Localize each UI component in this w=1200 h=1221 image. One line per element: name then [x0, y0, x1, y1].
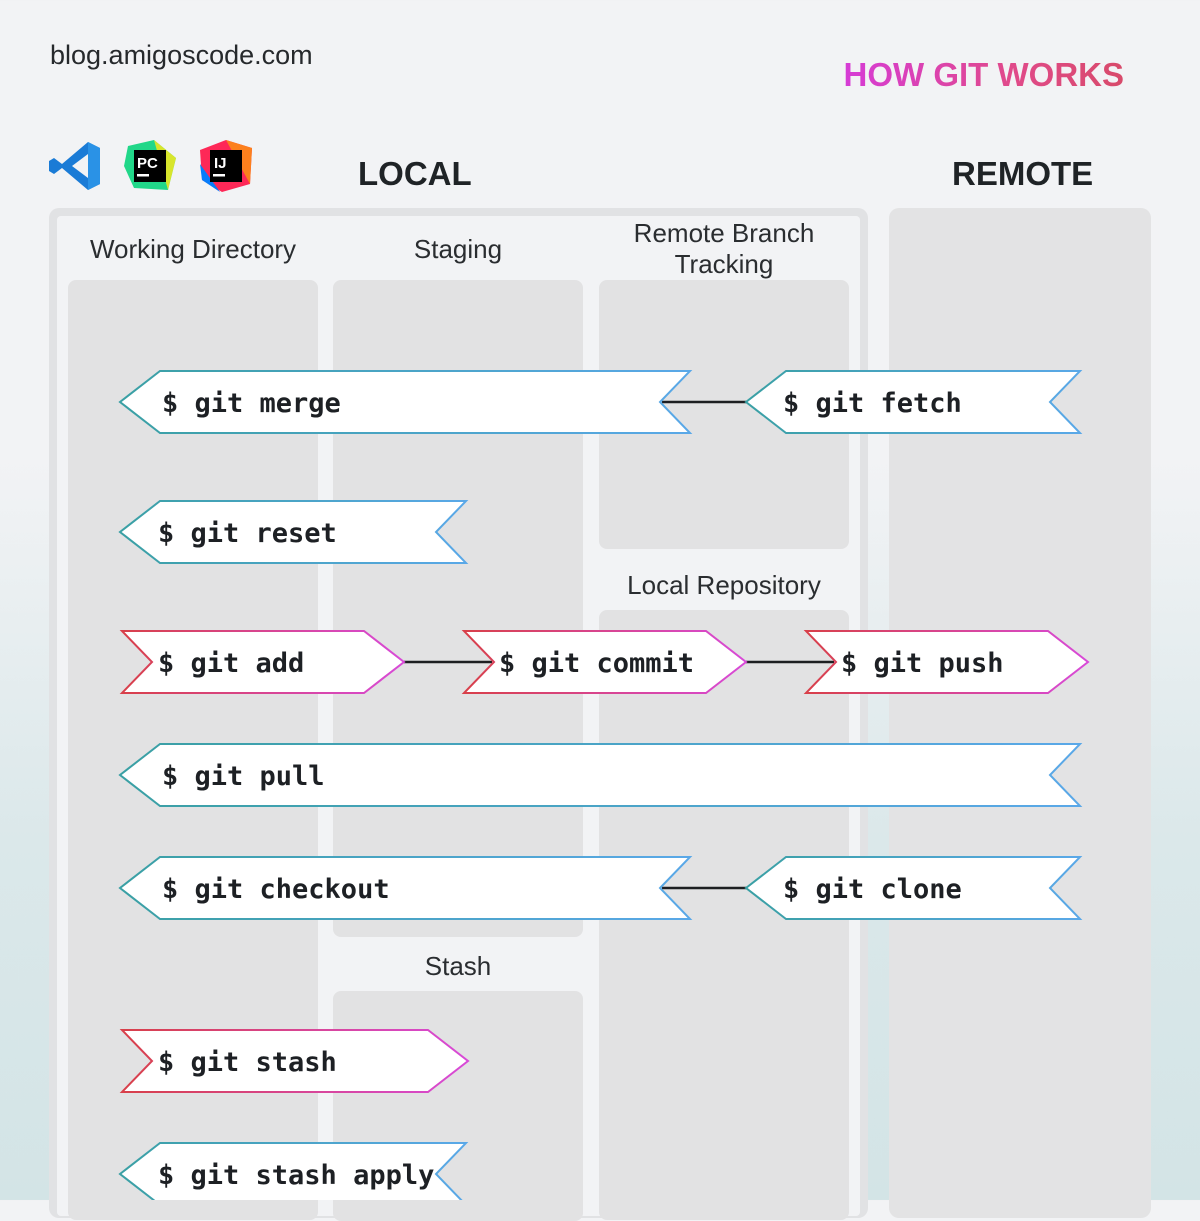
page-title: HOW GIT WORKS: [843, 56, 1124, 93]
staging-label: Staging: [413, 234, 503, 264]
git-reset-label: $ git reset: [158, 518, 337, 549]
git-stash-label: $ git stash: [158, 1047, 337, 1078]
git-merge-label: $ git merge: [162, 388, 341, 419]
local-repository-label: Local Repository: [627, 570, 821, 600]
git-add-command: $ git add: [119, 630, 406, 694]
git-stash-apply-command: $ git stash apply: [118, 1142, 469, 1200]
git-pull-command: $ git pull: [118, 743, 1083, 807]
git-checkout-label: $ git checkout: [162, 874, 390, 905]
git-checkout-command: $ git checkout: [118, 856, 693, 920]
git-push-label: $ git push: [841, 648, 1004, 679]
git-commit-command: $ git commit: [461, 630, 748, 694]
git-push-command: $ git push: [803, 630, 1090, 694]
working-directory-label: Working Directory: [89, 234, 297, 264]
intellij-logo-text: IJ: [214, 155, 227, 172]
git-fetch-label: $ git fetch: [783, 388, 962, 419]
local-heading: LOCAL: [358, 155, 472, 192]
remote-branch-tracking-label-line2: Tracking: [674, 249, 774, 279]
remote-heading: REMOTE: [952, 155, 1094, 192]
intellij-logo-icon: IJ: [200, 140, 252, 197]
git-reset-command: $ git reset: [118, 500, 469, 564]
stash-label: Stash: [424, 951, 492, 981]
remote-branch-tracking-label-line1: Remote Branch: [633, 218, 815, 248]
git-clone-label: $ git clone: [783, 874, 962, 905]
git-stash-command: $ git stash: [119, 1029, 470, 1093]
git-add-label: $ git add: [158, 648, 304, 679]
git-pull-label: $ git pull: [162, 761, 325, 792]
git-merge-command: $ git merge: [118, 370, 693, 434]
remote-branch-tracking-label: Remote Branch Tracking: [599, 218, 849, 280]
site-url: blog.amigoscode.com: [50, 40, 313, 70]
git-clone-command: $ git clone: [744, 856, 1083, 920]
git-stash-apply-label: $ git stash apply: [158, 1160, 434, 1191]
git-commit-label: $ git commit: [499, 648, 694, 679]
pycharm-logo-icon: PC: [124, 140, 176, 197]
pycharm-logo-text: PC: [137, 155, 158, 172]
git-fetch-command: $ git fetch: [744, 370, 1083, 434]
vscode-logo-icon: [48, 140, 102, 197]
